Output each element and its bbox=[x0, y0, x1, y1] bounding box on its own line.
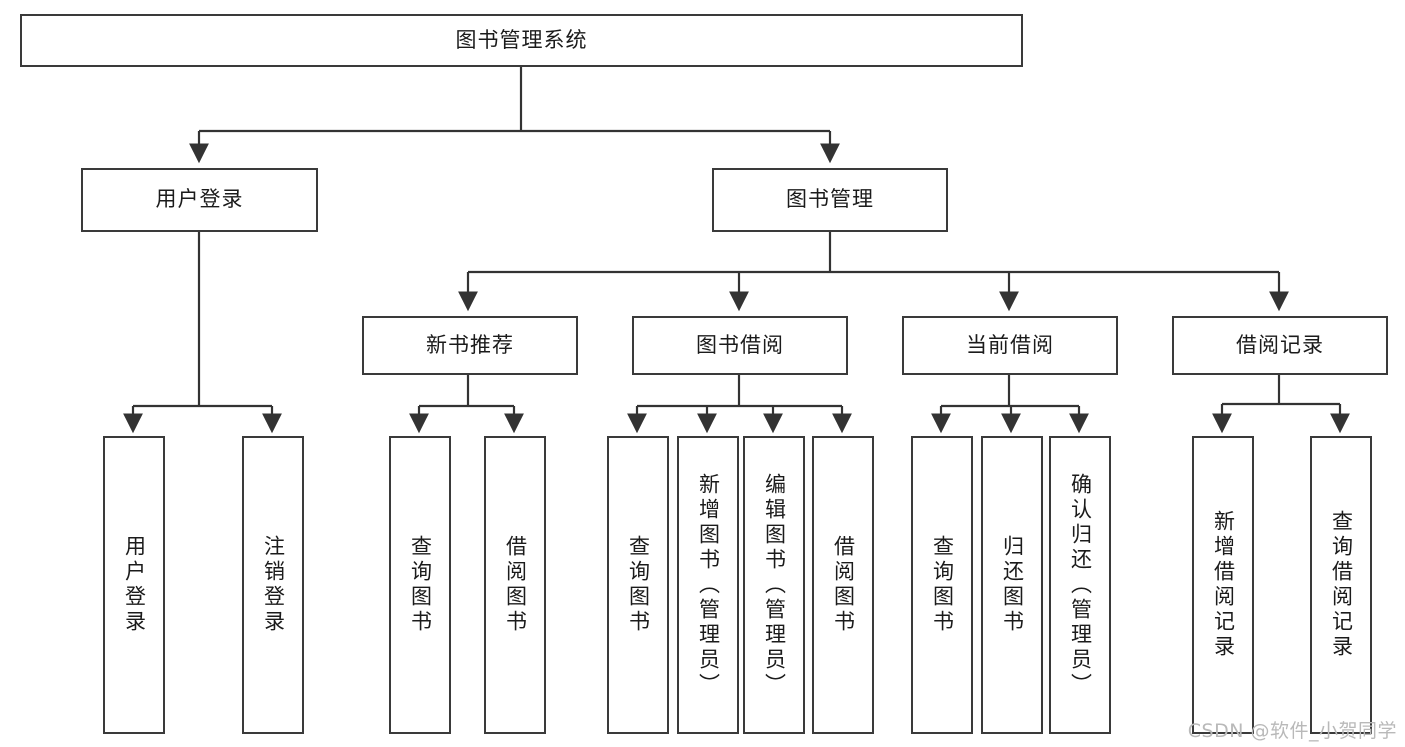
node-leaf-borrow-book[interactable]: 借阅图书 bbox=[812, 436, 874, 734]
node-leaf-return-book[interactable]: 归还图书 bbox=[981, 436, 1043, 734]
node-leaf-query-book-borrow-label: 查询图书 bbox=[626, 535, 651, 635]
node-leaf-add-book-admin-label: 新增图书（管理员） bbox=[696, 472, 721, 698]
node-leaf-add-borrow-record-label: 新增借阅记录 bbox=[1211, 510, 1236, 660]
node-leaf-confirm-return-admin[interactable]: 确认归还（管理员） bbox=[1049, 436, 1111, 734]
node-leaf-add-borrow-record[interactable]: 新增借阅记录 bbox=[1192, 436, 1254, 734]
node-root-label: 图书管理系统 bbox=[455, 27, 588, 52]
csdn-watermark: CSDN @软件_小贺同学 bbox=[1187, 720, 1397, 742]
node-borrow-record[interactable]: 借阅记录 bbox=[1172, 316, 1388, 375]
node-leaf-borrow-book-label: 借阅图书 bbox=[831, 535, 856, 635]
node-leaf-confirm-return-admin-label: 确认归还（管理员） bbox=[1068, 472, 1093, 698]
node-borrow-record-label: 借阅记录 bbox=[1236, 332, 1324, 357]
node-book-manage-label: 图书管理 bbox=[786, 187, 874, 212]
node-leaf-query-book-current[interactable]: 查询图书 bbox=[911, 436, 973, 734]
node-leaf-logout-label: 注销登录 bbox=[261, 535, 286, 635]
node-user-login-label: 用户登录 bbox=[155, 187, 244, 212]
node-leaf-user-login[interactable]: 用户登录 bbox=[103, 436, 165, 734]
node-new-book-recommend-label: 新书推荐 bbox=[426, 332, 514, 357]
node-leaf-edit-book-admin[interactable]: 编辑图书（管理员） bbox=[743, 436, 805, 734]
node-leaf-query-book-borrow[interactable]: 查询图书 bbox=[607, 436, 669, 734]
node-leaf-query-borrow-record[interactable]: 查询借阅记录 bbox=[1310, 436, 1372, 734]
node-leaf-return-book-label: 归还图书 bbox=[1000, 535, 1025, 635]
node-current-borrow-label: 当前借阅 bbox=[966, 332, 1054, 357]
node-leaf-borrow-book-recommend-label: 借阅图书 bbox=[503, 535, 528, 635]
node-leaf-logout[interactable]: 注销登录 bbox=[242, 436, 304, 734]
node-book-borrow[interactable]: 图书借阅 bbox=[632, 316, 848, 375]
node-leaf-query-book-recommend-label: 查询图书 bbox=[408, 535, 433, 635]
node-new-book-recommend[interactable]: 新书推荐 bbox=[362, 316, 578, 375]
node-leaf-query-borrow-record-label: 查询借阅记录 bbox=[1329, 510, 1354, 660]
node-leaf-edit-book-admin-label: 编辑图书（管理员） bbox=[762, 472, 787, 698]
node-leaf-query-book-recommend[interactable]: 查询图书 bbox=[389, 436, 451, 734]
node-leaf-user-login-label: 用户登录 bbox=[122, 535, 147, 635]
node-current-borrow[interactable]: 当前借阅 bbox=[902, 316, 1118, 375]
node-book-borrow-label: 图书借阅 bbox=[696, 332, 784, 357]
node-book-manage[interactable]: 图书管理 bbox=[712, 168, 948, 232]
node-root[interactable]: 图书管理系统 bbox=[20, 14, 1023, 67]
node-leaf-borrow-book-recommend[interactable]: 借阅图书 bbox=[484, 436, 546, 734]
node-leaf-add-book-admin[interactable]: 新增图书（管理员） bbox=[677, 436, 739, 734]
node-leaf-query-book-current-label: 查询图书 bbox=[930, 535, 955, 635]
node-user-login[interactable]: 用户登录 bbox=[81, 168, 318, 232]
